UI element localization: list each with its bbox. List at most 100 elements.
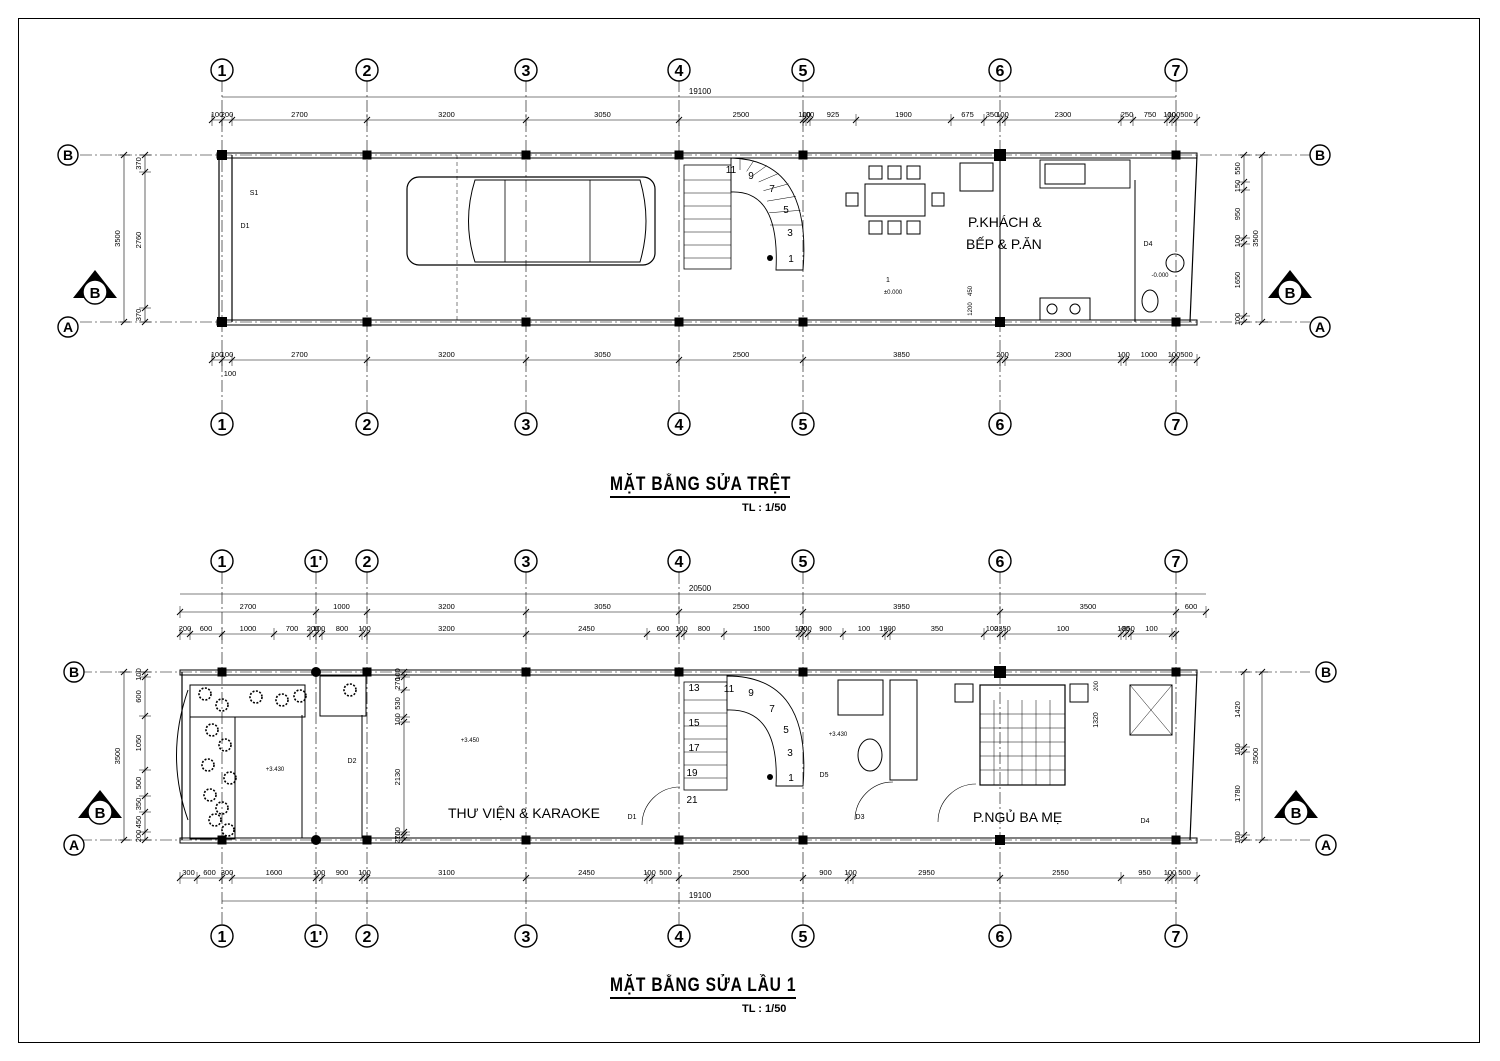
- ground-left-dim-value: 370: [134, 157, 143, 170]
- floor1-top-dim-1-value: 3050: [594, 602, 611, 611]
- floor1-top-dim-2-value: 850: [1122, 624, 1135, 633]
- floor1-grid-bottom-1-circle: [304, 924, 328, 948]
- floor1-top-dim-2-value: 1500: [753, 624, 770, 633]
- ground-top-dim-value: 500: [1180, 110, 1193, 119]
- ground-grid-bottom-6-circle: [1164, 412, 1188, 436]
- floor1-stair-number: 7: [769, 704, 775, 715]
- dining-chair: [868, 165, 883, 180]
- ground-top-dim-value: 250: [1121, 110, 1134, 119]
- floor1-top-dim-2-value: 600: [657, 624, 670, 633]
- floor1-bottom-dim-value: 900: [819, 868, 832, 877]
- floor1-wall-top: [179, 669, 1198, 676]
- floor1-inner-dim-value: 270: [393, 831, 402, 844]
- floor1-top-dim-2-value: 800: [336, 624, 349, 633]
- ground-grid-bottom-3-label: 4: [675, 417, 684, 434]
- structural-column: [798, 835, 808, 845]
- floor1-left-dim-value: 500: [134, 777, 143, 790]
- ground-bottom-dim-value: 100: [221, 350, 234, 359]
- floor1-top-dim-2-value: 1900: [879, 624, 896, 633]
- floor1-bottom-dim-value: 500: [659, 868, 672, 877]
- floor1-top-dim-2-value: 100: [313, 624, 326, 633]
- floor1-bottom-dim-value: 300: [221, 868, 234, 877]
- ground-grid-top-5-circle: [988, 58, 1012, 82]
- door-swing: [937, 783, 977, 823]
- ground-level-tag: ±0.000: [884, 290, 903, 296]
- floor1-bottom-dim-value: 300: [182, 868, 195, 877]
- ground-grid-bottom-5-label: 6: [996, 417, 1005, 434]
- ground-right-dim-value: 950: [1233, 208, 1242, 221]
- dining-chair: [887, 165, 902, 180]
- ground-bottom-dim-value: 100: [1168, 350, 1181, 359]
- dining-chair: [868, 220, 883, 235]
- floor1-bottom-dim-value: 600: [203, 868, 216, 877]
- floor1-grid-bottom-6-circle: [988, 924, 1012, 948]
- floor1-total-bottom: 19100: [689, 891, 712, 900]
- ground-bottom-dim-value: 100: [1117, 350, 1130, 359]
- plant-symbol: [249, 690, 263, 704]
- floor1-top-dim-2-value: 100: [1117, 624, 1130, 633]
- nightstand: [1069, 683, 1089, 703]
- ground-grid-top-0-label: 1: [218, 63, 227, 80]
- ground-bottom-dim-value: 200: [996, 350, 1009, 359]
- structural-column: [994, 666, 1006, 678]
- floor1-grid-bottom-5-circle: [791, 924, 815, 948]
- floor1-grid-bottom-3-label: 3: [522, 929, 531, 946]
- floor1-stair-number: 9: [748, 688, 754, 699]
- wc-toilet: [1141, 289, 1159, 313]
- ground-grid-top-2-circle: [514, 58, 538, 82]
- floor1-grid-top-6-circle: [988, 549, 1012, 573]
- ground-grid-bottom-4-label: 5: [799, 417, 808, 434]
- ground-stair-number: 3: [787, 228, 793, 239]
- ground-right-dim-value: 100: [1233, 235, 1242, 248]
- floor1-bottom-dim-value: 100: [643, 868, 656, 877]
- floor1-section-left-circle: [87, 799, 113, 825]
- floor1-grid-bottom-4-label: 4: [675, 929, 684, 946]
- ground-grid-top-0-circle: [210, 58, 234, 82]
- structural-column: [1171, 317, 1181, 327]
- floor1-grid-top-1-circle: [304, 549, 328, 573]
- structural-column: [995, 835, 1005, 845]
- floor1-right-dim-value: 1780: [1233, 785, 1242, 802]
- planter-small: [319, 675, 367, 717]
- ground-inner-dim: 1200: [968, 302, 974, 316]
- door-swing: [641, 786, 681, 826]
- floor1-grid-top-0-circle: [210, 549, 234, 573]
- wc-basin: [1165, 253, 1185, 273]
- plant-symbol: [205, 723, 219, 737]
- floor1-top-dim-2-value: 3200: [438, 624, 455, 633]
- floor1-top-dim-2-value: 700: [286, 624, 299, 633]
- floor1-inner-dim-value: 530: [393, 697, 402, 710]
- ground-top-dim-value: 675: [961, 110, 974, 119]
- ground-top-dim-value: 200: [221, 110, 234, 119]
- ground-section-right-label: B: [1285, 285, 1296, 302]
- floor1-top-dim-2-value: 100: [795, 624, 808, 633]
- ground-top-dim-value: 750: [1144, 110, 1157, 119]
- floor1-top-dim-2-value: 600: [200, 624, 213, 633]
- dining-table: [864, 183, 926, 217]
- ground-grid-bottom-0-label: 1: [218, 417, 227, 434]
- floor1-stair-number: 17: [688, 743, 700, 754]
- floor1-stair-number: 11: [724, 684, 735, 695]
- ground-spiral-tread: [746, 160, 755, 172]
- floor1-grid-top-0-label: 1: [218, 554, 227, 571]
- floor1-top-dim-2-value: 2450: [578, 624, 595, 633]
- floor1-stair-number: 21: [686, 795, 698, 806]
- floor1-plan-title: MẶT BẰNG SỬA LẦU 1: [610, 975, 797, 996]
- floor1-top-dim-2-value: 100: [986, 624, 999, 633]
- floor1-top-dim-1-value: 2500: [733, 602, 750, 611]
- floor1-left-dim-value: 1050: [134, 735, 143, 752]
- ground-tag-gate: D1: [241, 223, 250, 230]
- floor1-total-top: 20500: [689, 584, 712, 593]
- ground-top-dim-value: 925: [827, 110, 840, 119]
- plant-symbol: [208, 813, 222, 827]
- floor1-grid-top-5-label: 5: [799, 554, 808, 571]
- structural-column: [521, 835, 531, 845]
- structural-column: [674, 317, 684, 327]
- floor1-bottom-dim-value: 2450: [578, 868, 595, 877]
- floor1-grid-bottom-0-label: 1: [218, 929, 227, 946]
- floor1-top-dim-2-value: 100: [1057, 624, 1070, 633]
- ground-bottom-dim-value: 1000: [1141, 350, 1158, 359]
- floor1-top-dim-2-value: 2350: [994, 624, 1011, 633]
- ground-grid-top-2-label: 3: [522, 63, 531, 80]
